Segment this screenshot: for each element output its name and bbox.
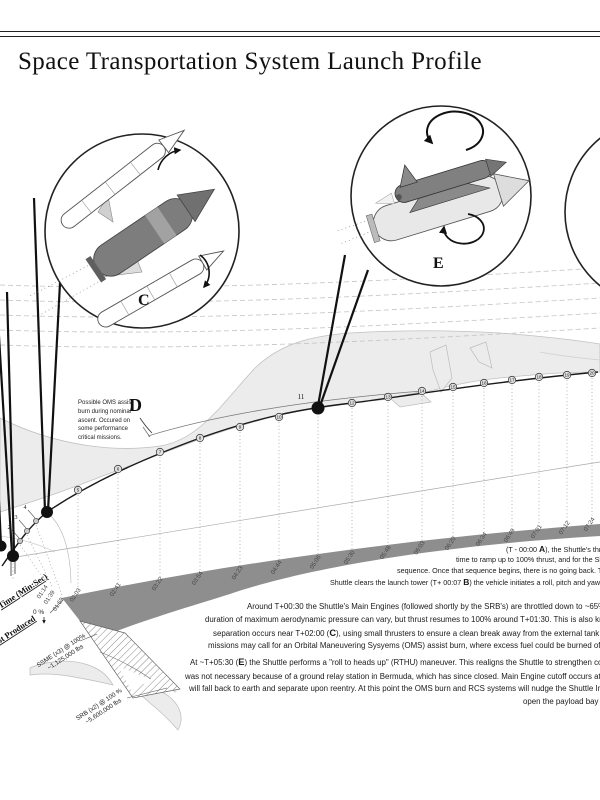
marker-number: 7 — [159, 450, 162, 455]
marker-number-label: 4 — [23, 504, 26, 511]
srb-thrust-band — [79, 620, 181, 699]
thrust-axis-label: Thrust Produced — [0, 613, 37, 655]
marker-number: 6 — [117, 467, 120, 472]
callout-circle-partial — [564, 137, 600, 287]
orbiter — [374, 158, 508, 214]
marker-number: 16 — [481, 381, 487, 386]
trajectory-marker — [383, 392, 393, 402]
text-line: duration of maximum aerodynamic pressure… — [205, 615, 600, 624]
zero-percent-label: 0 % — [33, 609, 44, 616]
srb-tailoff-curve — [99, 651, 152, 680]
marker-number: 17 — [509, 378, 515, 383]
oms-assist-note: Possible OMS assist burn during nominal … — [78, 400, 134, 442]
marker-number: 19 — [564, 373, 570, 378]
srb-tailoff-notch — [118, 666, 152, 690]
page-title: Space Transportation System Launch Profi… — [18, 48, 482, 75]
trajectory-marker — [507, 375, 517, 385]
marker-number: 8 — [199, 436, 202, 441]
ssme-thrust-band — [62, 524, 600, 640]
trajectory-marker — [195, 433, 205, 443]
trajectory-marker — [274, 412, 284, 422]
callout-c-tail — [32, 197, 47, 512]
text-line: time to ramp up to 100% thrust, and for … — [456, 555, 600, 564]
text-line: Shuttle clears the launch tower (T+ 00:0… — [330, 577, 600, 587]
roll-arrow-top — [423, 110, 484, 151]
top-double-rule — [0, 31, 600, 37]
callout-d-letter: D — [129, 395, 142, 415]
d-leader-line — [139, 417, 153, 434]
callout-e-tail — [318, 269, 370, 407]
callout-c-tail — [46, 282, 62, 512]
marker-number: 20 — [589, 371, 595, 376]
external-tank — [85, 188, 216, 283]
marker-number: 14 — [419, 389, 425, 394]
callout-circle-c: C — [29, 129, 240, 329]
callout-e-letter: E — [433, 255, 444, 272]
trajectory-marker — [235, 422, 245, 432]
trajectory-marker — [347, 398, 357, 408]
text-line: missions may call for an Orbital Maneuve… — [208, 641, 600, 650]
event-dot-srb-separation — [41, 506, 53, 518]
trajectory-marker — [534, 372, 544, 382]
marker-11-label: 11 — [298, 393, 305, 401]
trajectory-marker — [417, 386, 427, 396]
callout-e-tail — [316, 254, 347, 407]
marker-number: 5 — [77, 488, 80, 493]
pad-arc — [49, 514, 72, 584]
trajectory-marker — [479, 378, 489, 388]
trajectory-marker — [33, 518, 39, 524]
trajectory-marker — [17, 538, 23, 544]
trajectory-marker — [562, 370, 572, 380]
marker-number: 9 — [239, 425, 242, 430]
text-line: Around T+00:30 the Shuttle's Main Engine… — [247, 602, 600, 611]
text-line: sequence. Once that sequence begins, the… — [397, 566, 600, 575]
text-line: (T - 00:00 A), the Shuttle's thr — [506, 544, 600, 554]
trajectory-marker — [587, 368, 597, 378]
event-dot-launch — [7, 550, 19, 562]
text-line: At ~T+05:30 (E) the Shuttle performs a "… — [190, 657, 600, 667]
marker-number-label: 2 — [7, 524, 10, 531]
marker-number: 13 — [385, 395, 391, 400]
separation-arrow-down — [199, 254, 211, 289]
text-line: will fall back to earth and separate upo… — [189, 684, 600, 693]
marker-number-label: 3 — [14, 514, 17, 521]
trajectory-marker — [155, 447, 165, 457]
oms-alternate-path — [142, 390, 423, 438]
event-dot — [0, 540, 7, 552]
callout-c-letter: C — [138, 292, 150, 309]
separation-arrow-up — [157, 147, 182, 171]
roll-arrow-bottom — [439, 213, 485, 245]
marker-number: 10 — [276, 415, 282, 420]
marker-number: 18 — [536, 375, 542, 380]
callout-circle-e: E — [336, 105, 532, 287]
text-line: open the payload bay do — [523, 697, 600, 706]
trajectory-marker — [24, 528, 30, 534]
text-line: was not necessary because of a ground re… — [185, 672, 600, 681]
marker-number: 15 — [450, 385, 456, 390]
trajectory-marker — [448, 382, 458, 392]
text-line: separation occurs near T+02:00 (C), usin… — [213, 628, 600, 638]
srb-upper — [60, 129, 186, 229]
marker-number: 12 — [349, 401, 355, 406]
trajectory-marker — [73, 485, 83, 495]
trajectory-marker — [113, 464, 123, 474]
callout-tails — [0, 197, 370, 555]
srb-lower — [97, 250, 225, 328]
